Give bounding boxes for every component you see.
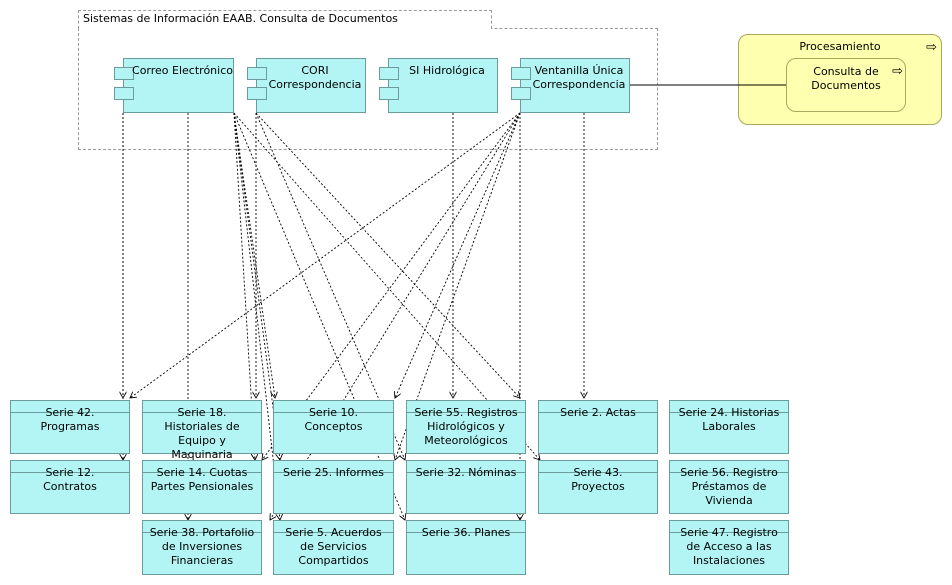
data-object-s25[interactable]: Serie 25. Informes xyxy=(273,460,394,514)
service-label: Consulta de Documentos xyxy=(811,65,881,92)
service-arrow-icon: ⇨ xyxy=(892,64,903,79)
component-label: Correo Electrónico xyxy=(132,64,233,77)
data-object-label: Serie 36. Planes xyxy=(421,526,511,539)
data-object-s2[interactable]: Serie 2. Actas xyxy=(538,400,658,454)
data-object-label: Serie 18. Historiales de Equipo y Maquin… xyxy=(164,406,240,461)
component-nub-icon xyxy=(114,67,134,80)
component-label: SI Hidrológica xyxy=(409,64,485,77)
data-object-label: Serie 24. Historias Laborales xyxy=(678,406,780,433)
data-object-s38[interactable]: Serie 38. Portafolio de Inversiones Fina… xyxy=(142,520,262,575)
component-nub-icon xyxy=(511,87,531,100)
access-line xyxy=(270,112,521,520)
data-object-s18[interactable]: Serie 18. Historiales de Equipo y Maquin… xyxy=(142,400,262,461)
data-object-s36[interactable]: Serie 36. Planes xyxy=(406,520,526,575)
component-nub-icon xyxy=(379,67,399,80)
component-nub-icon xyxy=(247,67,267,80)
access-line xyxy=(395,112,521,460)
component-si-hidrologica[interactable]: SI Hidrológica xyxy=(379,58,498,113)
data-object-s24[interactable]: Serie 24. Historias Laborales xyxy=(669,400,789,454)
data-object-label: Serie 55. Registros Hidrológicos y Meteo… xyxy=(414,406,518,447)
data-object-s43[interactable]: Serie 43. Proyectos xyxy=(538,460,658,514)
component-ventanilla[interactable]: Ventanilla Única Correspondencia xyxy=(511,58,630,113)
component-correo[interactable]: Correo Electrónico xyxy=(114,58,234,113)
data-object-label: Serie 42. Programas xyxy=(40,406,100,433)
component-nub-icon xyxy=(114,87,134,100)
data-object-label: Serie 14. Cuotas Partes Pensionales xyxy=(150,466,254,493)
data-object-label: Serie 43. Proyectos xyxy=(571,466,625,493)
data-object-s42[interactable]: Serie 42. Programas xyxy=(10,400,130,454)
data-object-s47[interactable]: Serie 47. Registro de Acceso a las Insta… xyxy=(669,520,789,575)
access-line xyxy=(233,112,405,520)
data-object-label: Serie 2. Actas xyxy=(560,406,636,419)
component-cori[interactable]: CORI Correspondencia xyxy=(247,58,366,113)
process-title: Procesamiento xyxy=(799,40,881,53)
data-object-label: Serie 10. Conceptos xyxy=(304,406,363,433)
data-object-s32[interactable]: Serie 32. Nóminas xyxy=(406,460,526,514)
data-object-label: Serie 38. Portafolio de Inversiones Fina… xyxy=(149,526,255,567)
data-object-label: Serie 12. Contratos xyxy=(43,466,97,493)
system-group-title: Sistemas de Información EAAB. Consulta d… xyxy=(78,10,492,29)
data-object-label: Serie 25. Informes xyxy=(283,466,384,479)
access-line xyxy=(130,112,521,398)
data-object-label: Serie 5. Acuerdos de Servicios Compartid… xyxy=(285,526,382,567)
access-line xyxy=(255,112,520,398)
component-nub-icon xyxy=(511,67,531,80)
component-nub-icon xyxy=(379,87,399,100)
service-consulta-documentos[interactable]: Consulta de Documentos ⇨ xyxy=(786,58,906,112)
access-line xyxy=(233,112,275,398)
data-object-s10[interactable]: Serie 10. Conceptos xyxy=(273,400,394,454)
access-line xyxy=(233,112,280,520)
data-object-label: Serie 32. Nóminas xyxy=(415,466,517,479)
component-label: CORI Correspondencia xyxy=(268,64,362,91)
process-arrow-icon: ⇨ xyxy=(926,40,937,55)
data-object-s56[interactable]: Serie 56. Registro Préstamos de Vivienda xyxy=(669,460,789,514)
access-line xyxy=(255,112,405,460)
data-object-label: Serie 47. Registro de Acceso a las Insta… xyxy=(680,526,778,567)
data-object-s55[interactable]: Serie 55. Registros Hidrológicos y Meteo… xyxy=(406,400,526,454)
component-nub-icon xyxy=(247,87,267,100)
component-label: Ventanilla Única Correspondencia xyxy=(532,64,626,91)
data-object-label: Serie 56. Registro Préstamos de Vivienda xyxy=(680,466,778,507)
data-object-s12[interactable]: Serie 12. Contratos xyxy=(10,460,130,514)
data-object-s5[interactable]: Serie 5. Acuerdos de Servicios Compartid… xyxy=(273,520,394,575)
data-object-s14[interactable]: Serie 14. Cuotas Partes Pensionales xyxy=(142,460,262,514)
